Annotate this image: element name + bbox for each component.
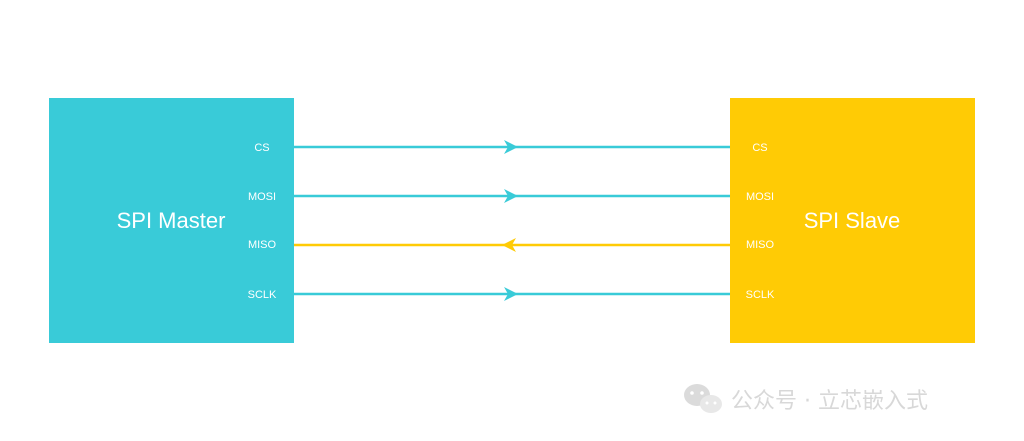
spi-master-title: SPI Master (117, 208, 226, 233)
spi-slave-box (730, 98, 975, 343)
master-pin-sclk: SCLK (248, 289, 277, 301)
master-pin-miso: MISO (248, 239, 277, 251)
slave-pin-sclk: SCLK (746, 289, 775, 301)
spi-master-box (49, 98, 294, 343)
spi-slave-title: SPI Slave (804, 208, 901, 233)
master-pin-cs: CS (254, 142, 269, 154)
arrowhead-sclk (504, 287, 518, 301)
slave-pin-mosi: MOSI (746, 191, 774, 203)
slave-pin-cs: CS (752, 142, 767, 154)
signal-lines (294, 140, 730, 301)
watermark-text: 公众号 · 立芯嵌入式 (731, 389, 928, 414)
wechat-icon (684, 384, 722, 413)
slave-pin-miso: MISO (746, 239, 775, 251)
master-pin-mosi: MOSI (248, 191, 276, 203)
arrowhead-cs (504, 140, 518, 154)
arrowhead-mosi (504, 189, 518, 203)
watermark: 公众号 · 立芯嵌入式 (684, 384, 928, 414)
arrowhead-miso (502, 238, 516, 252)
